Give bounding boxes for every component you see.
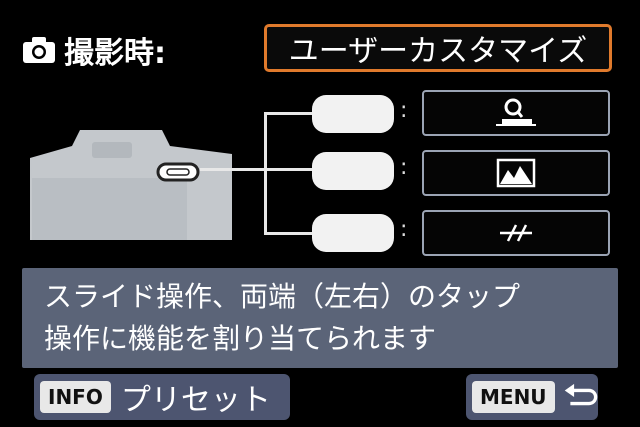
zoom-icon bbox=[496, 98, 536, 126]
slide-left-tap[interactable] bbox=[312, 95, 394, 133]
disabled-icon bbox=[500, 224, 532, 242]
menu-back-button[interactable]: MENU bbox=[466, 374, 598, 420]
description-line: スライド操作、両端（左右）のタップ bbox=[44, 280, 521, 313]
connector-line bbox=[200, 168, 266, 171]
return-arrow-icon bbox=[564, 383, 597, 406]
picture-style-icon bbox=[496, 158, 536, 188]
description-panel: スライド操作、両端（左右）のタップ 操作に機能を割り当てられます bbox=[22, 268, 618, 368]
assign-slide[interactable] bbox=[422, 150, 610, 196]
description-line: 操作に機能を割り当てられます bbox=[44, 322, 437, 355]
connector-line bbox=[264, 112, 314, 115]
connector-line bbox=[264, 168, 314, 171]
assign-right-tap[interactable] bbox=[422, 210, 610, 256]
slide-operation[interactable] bbox=[312, 152, 394, 190]
mode-value: ユーザーカスタマイズ bbox=[288, 34, 588, 69]
menu-key: MENU bbox=[472, 381, 555, 413]
mode-selector[interactable]: ユーザーカスタマイズ bbox=[264, 24, 612, 72]
assign-left-tap[interactable] bbox=[422, 90, 610, 136]
camera-illustration-icon bbox=[30, 130, 232, 240]
camera-icon bbox=[23, 37, 55, 63]
connector-line bbox=[264, 112, 267, 234]
header-title: 撮影時: bbox=[64, 36, 166, 71]
slide-right-tap[interactable] bbox=[312, 214, 394, 252]
preset-button[interactable]: INFO プリセット bbox=[34, 374, 290, 420]
separator: : bbox=[400, 217, 408, 242]
preset-label: プリセット bbox=[120, 383, 271, 418]
separator: : bbox=[400, 155, 408, 180]
separator: : bbox=[400, 98, 408, 123]
info-key: INFO bbox=[40, 381, 111, 413]
header-label: 撮影時: bbox=[22, 30, 166, 71]
connector-line bbox=[264, 232, 314, 235]
